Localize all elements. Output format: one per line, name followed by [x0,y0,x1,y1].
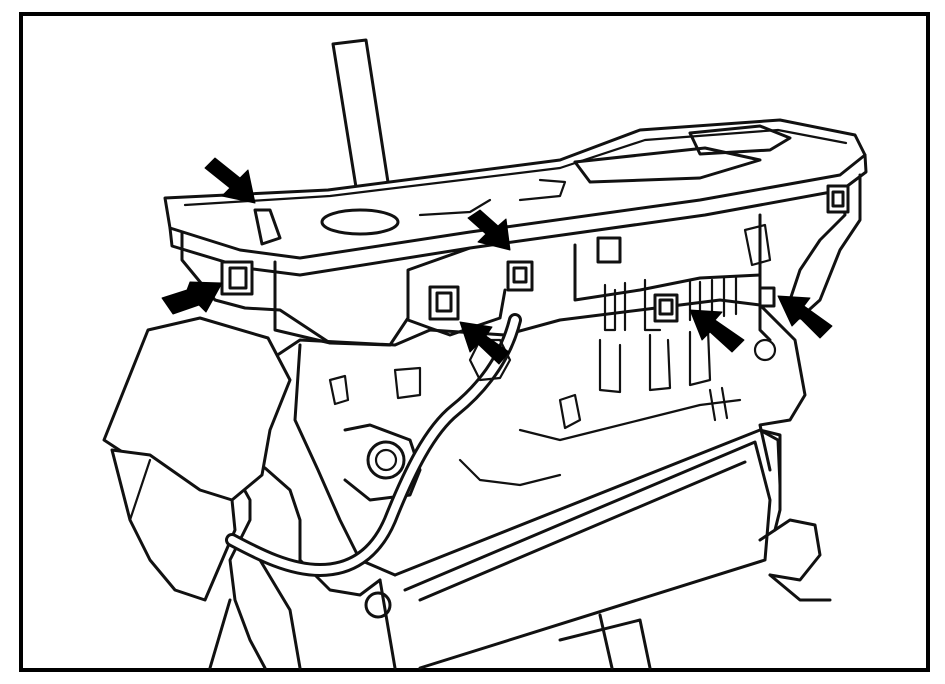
arrow-top-center-clip [467,209,511,251]
arrow-right-tab-1 [689,309,745,353]
arrow-right-tab-2 [777,295,833,339]
harness-cable [225,313,522,578]
callout-arrows [161,157,833,365]
figure-border [19,12,930,672]
arrow-left-tab [161,281,223,315]
housing-cover [163,118,868,487]
arrow-center-tab [459,321,510,365]
left-flap [102,316,292,602]
arrow-top-left-clip [204,157,256,204]
